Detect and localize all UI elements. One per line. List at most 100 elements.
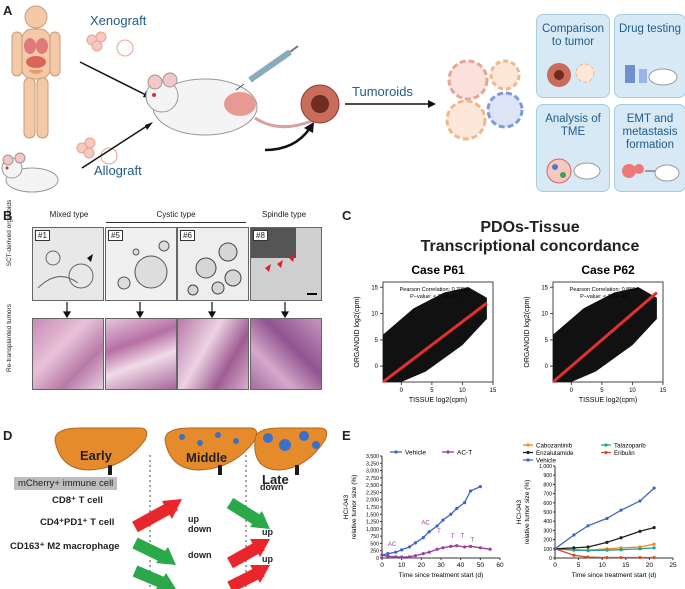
data-point <box>619 555 623 560</box>
data-point <box>413 541 418 545</box>
mouse-icon-central <box>145 72 331 136</box>
x-tick-label: 60 <box>496 562 504 569</box>
x-tick-label: 25 <box>669 562 677 569</box>
arrow-up-icon <box>132 499 182 533</box>
x-tick-label: 15 <box>660 388 667 394</box>
legend-marker <box>526 458 530 462</box>
panel-b-label: B <box>3 208 13 223</box>
regression-line <box>552 291 658 384</box>
row-value-cd163-late: up <box>262 554 273 564</box>
y-tick-label: 900 <box>543 473 552 479</box>
sample-tag: #6 <box>180 230 195 241</box>
y-tick-label: 250 <box>370 549 379 555</box>
y-tick-label: 1,250 <box>366 520 379 526</box>
data-point <box>386 554 390 558</box>
panel-d-graphic <box>54 427 328 589</box>
row-label-organoids: SCT-derived organoids <box>6 199 13 267</box>
y-tick-label: 100 <box>543 547 552 553</box>
cystic-bracket <box>106 222 246 223</box>
y-tick-label: 400 <box>543 519 552 525</box>
data-point <box>435 524 439 528</box>
arrow-down-icon <box>132 537 176 565</box>
data-point <box>572 553 576 557</box>
legend-marker <box>604 450 608 455</box>
data-point <box>427 550 431 554</box>
liver-icon <box>54 427 148 475</box>
data-point <box>421 552 425 556</box>
x-tick-label: 10 <box>629 388 636 394</box>
x-tick-label: 15 <box>622 562 630 569</box>
stage-late: Late <box>262 472 289 487</box>
pvalue-annotation: P−value: < 2.2e−16 <box>410 294 458 300</box>
data-point <box>652 546 656 550</box>
data-point <box>449 544 453 548</box>
y-tick-label: 700 <box>543 492 552 498</box>
correlation-annotation: Pearson Correlation: 0.8584 <box>570 287 639 293</box>
data-point <box>638 499 642 503</box>
data-point <box>427 530 431 534</box>
arrow-up-icon <box>227 539 270 569</box>
treatment-annotation: T <box>437 529 441 535</box>
data-point <box>652 526 656 530</box>
data-point <box>605 540 609 544</box>
legend-marker <box>526 443 530 447</box>
x-tick-label: 10 <box>459 388 466 394</box>
data-point <box>455 506 459 511</box>
data-point <box>638 529 642 533</box>
treatment-annotation: AC <box>388 542 397 548</box>
allograft-label: Allograft <box>94 163 142 178</box>
y-tick-label: 5 <box>545 338 549 344</box>
arrow-down-icon <box>226 497 270 529</box>
data-point <box>421 536 425 540</box>
series-line <box>381 486 481 556</box>
data-point <box>586 549 590 553</box>
data-point <box>605 555 609 560</box>
y-axis-label: ORGANOID log2(cpm) <box>354 296 361 367</box>
histology-image-8 <box>250 318 322 390</box>
y-axis-label: ORGANOID log2(cpm) <box>524 296 531 367</box>
data-point <box>449 512 453 516</box>
legend-marker <box>526 450 530 455</box>
treatment-annotation: T <box>461 534 465 540</box>
x-axis-label: Time since treatment start (d) <box>572 572 657 579</box>
data-point <box>463 545 467 549</box>
legend-box: mCherry+ immune cell <box>14 477 118 490</box>
data-point <box>463 501 467 505</box>
mouse-icon-allograft <box>1 152 59 193</box>
pvalue-annotation: P−value: < 2.2e−16 <box>580 294 628 300</box>
legend-label: AC-T <box>457 450 472 457</box>
x-tick-label: 0 <box>570 388 574 394</box>
x-tick-label: 0 <box>553 562 557 569</box>
y-tick-label: 500 <box>543 510 552 516</box>
y-tick-label: 0 <box>375 364 379 370</box>
regression-line <box>382 301 488 384</box>
legend-label: Vehicle <box>536 457 557 464</box>
y-tick-label: 15 <box>541 285 548 291</box>
histology-image-5 <box>105 318 177 390</box>
tumoroids-icon <box>445 59 524 141</box>
x-tick-label: 15 <box>490 388 497 394</box>
row-label-retransplanted: Re-transplanted tumors <box>6 304 13 372</box>
plot-frame <box>382 281 494 383</box>
data-point <box>638 555 642 560</box>
y-tick-label: 0 <box>549 556 552 562</box>
y-axis-label-line1: HCI-043 <box>516 500 523 525</box>
histology-image-6 <box>177 318 249 390</box>
panel-c-title: PDOs-Tissue Transcriptional concordance <box>400 218 660 256</box>
data-point <box>586 524 590 528</box>
treatment-annotation: AC <box>421 520 430 526</box>
data-point <box>386 552 390 556</box>
x-tick-label: 5 <box>577 562 581 569</box>
x-tick-label: 50 <box>477 562 485 569</box>
data-point <box>400 555 404 559</box>
panel-a-illustration <box>1 5 524 193</box>
y-tick-label: 1,750 <box>366 505 379 511</box>
y-tick-label: 15 <box>371 285 378 291</box>
data-point <box>407 555 412 559</box>
legend-label: Cabozantinib <box>536 442 573 449</box>
chart-title: Case P61 <box>411 263 465 277</box>
data-point <box>652 542 656 546</box>
row-value-cd8-late: down <box>260 482 284 492</box>
y-tick-label: 0 <box>376 556 379 562</box>
